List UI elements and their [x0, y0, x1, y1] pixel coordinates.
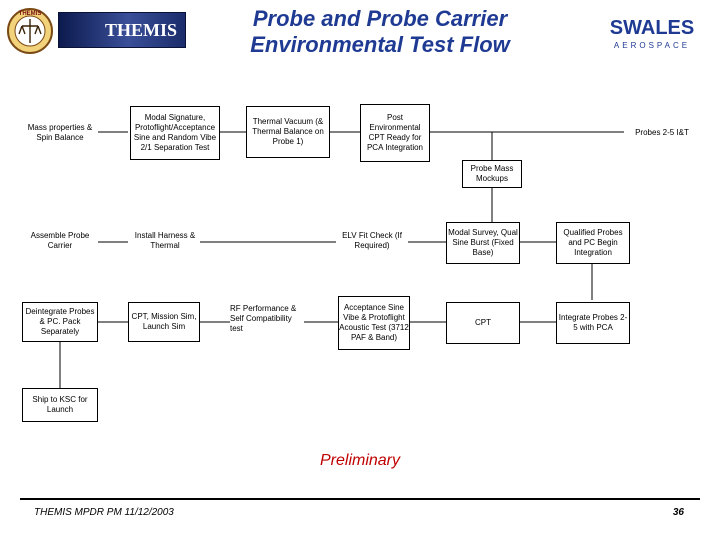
themis-emblem-logo: THEMIS [7, 8, 53, 54]
step-install-harness: Install Harness & Thermal [134, 231, 196, 250]
swales-aerospace-logo: SWALES AEROSPACE [610, 17, 694, 50]
step-modal-survey: Modal Survey, Qual Sine Burst (Fixed Bas… [446, 222, 520, 264]
step-qualified-probes: Qualified Probes and PC Begin Integratio… [556, 222, 630, 264]
step-probe-mass-mockups: Probe Mass Mockups [462, 160, 522, 188]
title-line-1: Probe and Probe Carrier [252, 6, 508, 31]
swales-sub-text: AEROSPACE [614, 41, 690, 50]
step-cpt: CPT [446, 302, 520, 344]
footer-document-id: THEMIS MPDR PM 11/12/2003 [34, 507, 174, 518]
step-cpt-mission-sim: CPT, Mission Sim, Launch Sim [128, 302, 200, 342]
title-line-2: Environmental Test Flow [250, 32, 510, 57]
step-assemble-probe-carrier: Assemble Probe Carrier [30, 231, 90, 250]
step-post-environmental-cpt: Post Environmental CPT Ready for PCA Int… [360, 104, 430, 162]
footer-divider [20, 498, 700, 500]
step-rf-performance: RF Performance & Self Compatibility test [230, 304, 297, 333]
step-acceptance-sine-vibe: Acceptance Sine Vibe & Protoflight Acous… [338, 296, 410, 350]
themis-banner-logo: THEMIS [58, 12, 186, 48]
step-deintegrate: Deintegrate Probes & PC. Pack Separately [22, 302, 98, 342]
step-ship-to-ksc: Ship to KSC for Launch [22, 388, 98, 422]
preliminary-status-label: Preliminary [319, 452, 400, 469]
page-title: Probe and Probe Carrier Environmental Te… [200, 6, 560, 58]
step-elv-fit-check: ELV Fit Check (If Required) [342, 231, 402, 250]
step-probes-2-5-it: Probes 2-5 I&T [635, 128, 689, 137]
page-number: 36 [672, 507, 684, 518]
step-modal-signature: Modal Signature, Protoflight/Acceptance … [130, 106, 220, 160]
themis-badge-text: THEMIS [19, 11, 42, 17]
step-thermal-vacuum: Thermal Vacuum (& Thermal Balance on Pro… [246, 106, 330, 158]
step-mass-properties: Mass properties & Spin Balance [27, 123, 93, 142]
swales-name-text: SWALES [610, 17, 694, 39]
step-integrate-probes: Integrate Probes 2-5 with PCA [556, 302, 630, 344]
themis-banner-text: THEMIS [104, 19, 177, 40]
